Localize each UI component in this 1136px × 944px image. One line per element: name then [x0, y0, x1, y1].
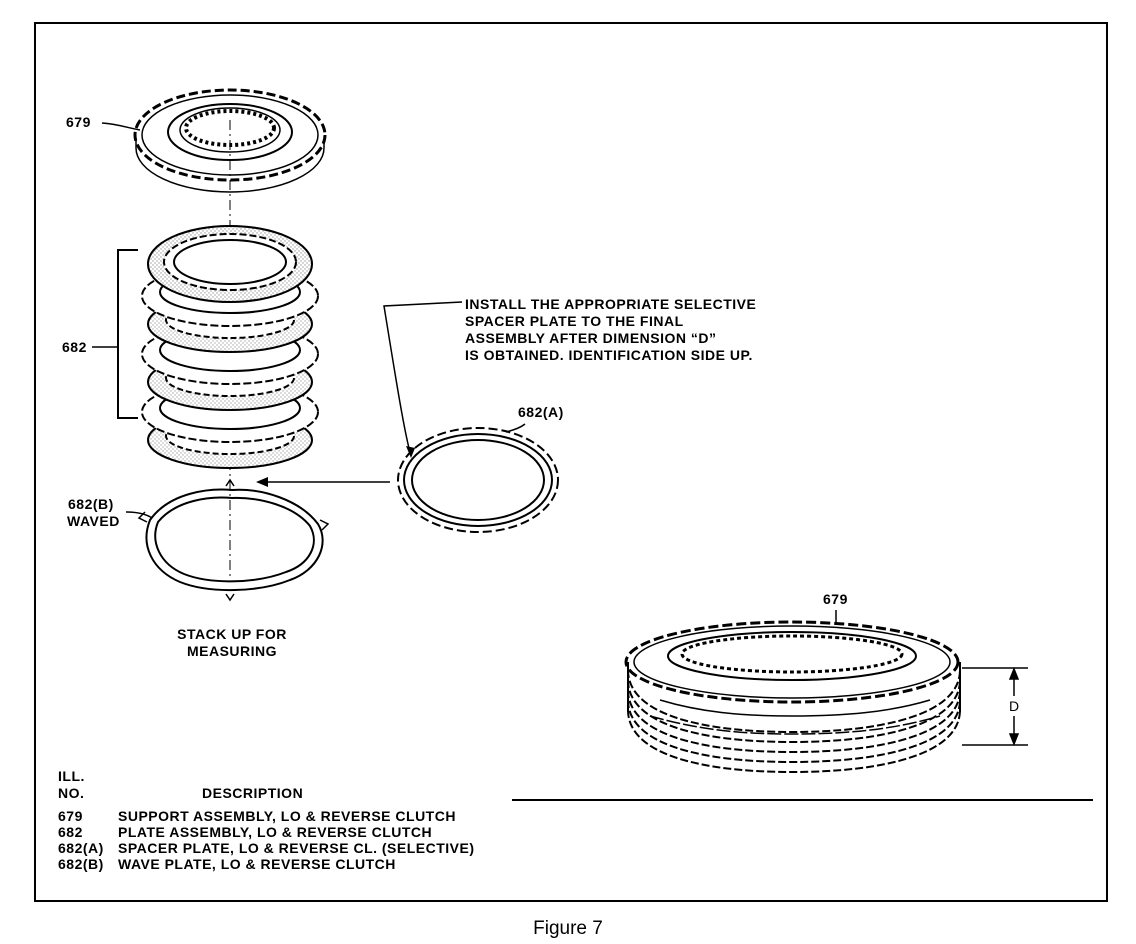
- legend-row-no: 679: [58, 808, 83, 824]
- note-line: SPACER PLATE TO THE FINAL: [465, 313, 684, 329]
- label-682a: 682(A): [518, 404, 564, 420]
- note-line: IS OBTAINED. IDENTIFICATION SIDE UP.: [465, 347, 753, 363]
- support-assembly-679-top: [133, 88, 327, 193]
- label-679-top: 679: [66, 114, 91, 130]
- legend-header-row: NO. DESCRIPTION: [58, 785, 475, 802]
- legend-row-no: 682: [58, 824, 83, 840]
- note-line: INSTALL THE APPROPRIATE SELECTIVE: [465, 296, 757, 312]
- wave-plate-682b: [137, 478, 330, 602]
- legend-row-no: 682(A): [58, 840, 104, 856]
- spacer-plate-682a: [397, 427, 559, 533]
- plate-stack-682: [117, 225, 319, 469]
- legend-row: 679 SUPPORT ASSEMBLY, LO & REVERSE CLUTC…: [58, 808, 475, 824]
- legend-row-desc: PLATE ASSEMBLY, LO & REVERSE CLUTCH: [118, 824, 433, 840]
- note-line: ASSEMBLY AFTER DIMENSION “D”: [465, 330, 717, 346]
- legend-row: 682 PLATE ASSEMBLY, LO & REVERSE CLUTCH: [58, 824, 475, 840]
- legend: ILL. NO. DESCRIPTION 679 SUPPORT ASSEMBLY…: [58, 768, 475, 872]
- arrow-to-stack: [256, 477, 268, 487]
- label-682b: 682(B): [68, 496, 114, 512]
- stack-up-caption: STACK UP FOR MEASURING: [172, 626, 292, 660]
- legend-table: 679 SUPPORT ASSEMBLY, LO & REVERSE CLUTC…: [58, 808, 475, 872]
- legend-row-desc: SPACER PLATE, LO & REVERSE CL. (SELECTIV…: [118, 840, 475, 856]
- legend-header-desc: DESCRIPTION: [202, 785, 304, 801]
- figure-caption: Figure 7: [533, 918, 603, 939]
- arrow-to-spacer: [406, 446, 415, 458]
- dimension-d-marker: [962, 666, 1028, 747]
- figure-frame: [34, 22, 1108, 902]
- caption-line: MEASURING: [186, 643, 278, 659]
- install-note: INSTALL THE APPROPRIATE SELECTIVE SPACER…: [465, 296, 756, 364]
- caption-line: STACK UP FOR: [177, 626, 287, 642]
- legend-header-ill: ILL.: [58, 768, 85, 784]
- legend-header-no: NO.: [58, 785, 85, 801]
- legend-row-desc: WAVE PLATE, LO & REVERSE CLUTCH: [118, 856, 396, 872]
- stacked-assembly-679: [624, 620, 961, 774]
- legend-row: 682(B) WAVE PLATE, LO & REVERSE CLUTCH: [58, 856, 475, 872]
- legend-row: 682(A) SPACER PLATE, LO & REVERSE CL. (S…: [58, 840, 475, 856]
- label-682: 682: [62, 339, 87, 355]
- leader-lines: [92, 122, 837, 624]
- label-679-right: 679: [823, 591, 848, 607]
- label-waved: WAVED: [67, 513, 120, 529]
- legend-row-no: 682(B): [58, 856, 104, 872]
- legend-row-desc: SUPPORT ASSEMBLY, LO & REVERSE CLUTCH: [118, 808, 456, 824]
- label-dimension-d: D: [1009, 698, 1020, 714]
